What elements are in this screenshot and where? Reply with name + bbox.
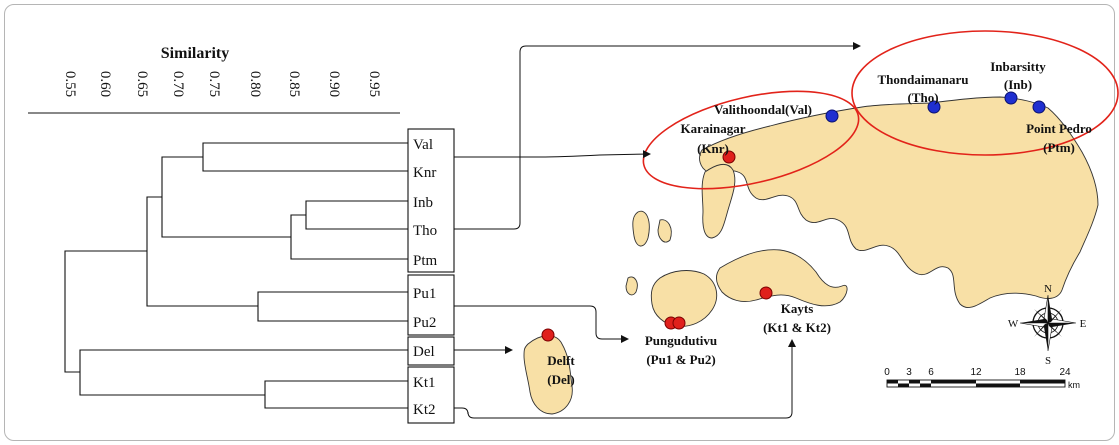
karainagar-island (701, 163, 736, 239)
leaf-label: Kt1 (413, 375, 436, 391)
site-marker-knr (722, 150, 736, 164)
scale-tick: 0 (884, 367, 890, 378)
scale-tick: 12 (970, 367, 982, 378)
tick-label: 0.70 (170, 71, 186, 97)
site-code-inbarsitty: (Inb) (1004, 77, 1032, 92)
leaf-label: Del (413, 344, 435, 360)
tick-label: 0.95 (366, 71, 382, 97)
site-label-valithoondal: Valithoondal(Val) (714, 102, 812, 117)
tick-label: 0.90 (326, 71, 342, 97)
site-code-thondaimanaru: (Tho) (907, 90, 938, 105)
similarity-tick-labels: 0.55 0.60 0.65 0.70 0.75 0.80 0.85 0.90 … (62, 71, 382, 97)
leaf-label: Ptm (413, 253, 438, 269)
site-marker-tho (927, 100, 941, 114)
site-label-delft: Delft (547, 353, 575, 368)
compass-rose: N S E W (1008, 283, 1087, 367)
site-labels: Valithoondal(Val) Karainagar (Knr) Thond… (547, 59, 1092, 387)
compass-north: N (1044, 283, 1052, 295)
tick-label: 0.80 (247, 71, 263, 97)
site-label-thondaimanaru: Thondaimanaru (877, 72, 968, 87)
site-code-delft: (Del) (547, 372, 574, 387)
leaf-label: Tho (413, 223, 437, 239)
compass-south: S (1045, 355, 1051, 367)
similarity-axis-title: Similarity (161, 45, 229, 62)
highlight-ellipse (642, 90, 860, 190)
site-code-karainagar: (Knr) (697, 141, 729, 156)
arrow-northeast (454, 42, 861, 230)
map: Valithoondal(Val) Karainagar (Knr) Thond… (454, 30, 1119, 419)
scale-tick: 3 (906, 367, 912, 378)
site-label-inbarsitty: Inbarsitty (990, 59, 1046, 74)
leaf-label: Pu2 (413, 315, 436, 331)
site-code-kayts: (Kt1 & Kt2) (763, 320, 831, 335)
site-marker-val (825, 109, 839, 123)
leaf-label: Knr (413, 165, 436, 181)
leaf-label: Pu1 (413, 286, 436, 302)
connector-arrows (454, 42, 861, 419)
scale-bar: 0 3 6 12 18 24 km (884, 367, 1080, 390)
site-code-pungudutivu: (Pu1 & Pu2) (646, 352, 715, 367)
site-code-pointpedro: (Ptm) (1043, 140, 1075, 155)
leaf-label: Inb (413, 195, 433, 211)
site-marker-inb (1004, 91, 1018, 105)
dendrogram: Similarity 0.55 0.60 0.65 0.70 0.75 0.80… (28, 45, 455, 424)
delft-island (523, 335, 573, 415)
site-marker-pu2 (672, 316, 686, 330)
tick-label: 0.75 (206, 71, 222, 97)
scale-tick: 24 (1059, 367, 1071, 378)
leaf-label-box (407, 128, 455, 424)
compass-east: E (1080, 318, 1087, 330)
site-label-pointpedro: Point Pedro (1026, 121, 1092, 136)
site-marker-del (541, 328, 555, 342)
pungudutivu-island (650, 270, 718, 327)
scale-tick: 6 (928, 367, 934, 378)
scale-tick: 18 (1014, 367, 1026, 378)
islet (657, 219, 672, 243)
islet (625, 276, 638, 296)
tick-label: 0.85 (286, 71, 302, 97)
arrow-kt (454, 339, 796, 419)
compass-west: W (1008, 318, 1019, 330)
tick-label: 0.60 (97, 71, 113, 97)
leaf-labels: Val Knr Inb Tho Ptm Pu1 Pu2 Del Kt1 Kt2 (413, 137, 438, 418)
site-label-pungudutivu: Pungudutivu (645, 333, 717, 348)
site-label-karainagar: Karainagar (681, 121, 746, 136)
site-markers (541, 91, 1046, 342)
kayts-island (715, 249, 848, 307)
tick-label: 0.65 (134, 71, 150, 97)
leaf-label: Val (413, 137, 433, 153)
scale-unit: km (1068, 380, 1080, 390)
tick-label: 0.55 (62, 71, 78, 97)
dendrogram-branches (64, 142, 408, 409)
arrow-pu (454, 305, 629, 343)
islet (632, 210, 650, 247)
leaf-label: Kt2 (413, 402, 436, 418)
highlight-ellipse (851, 30, 1119, 156)
jaffna-peninsula (699, 96, 1099, 308)
site-label-kayts: Kayts (781, 301, 814, 316)
site-marker-ptm (1032, 100, 1046, 114)
site-marker-kt (759, 286, 773, 300)
arrow-knr (454, 150, 651, 159)
